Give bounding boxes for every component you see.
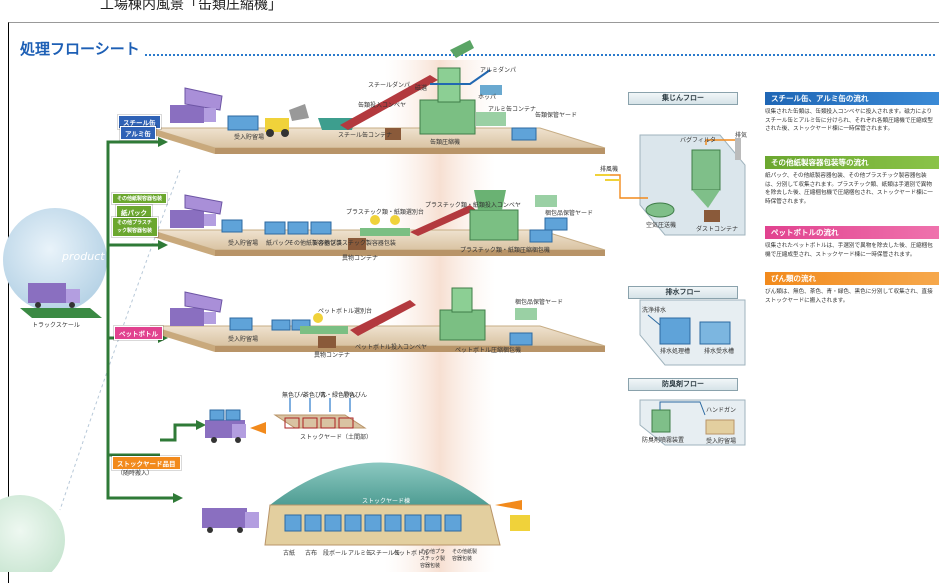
f1-conveyor-label: 缶類投入コンベヤ (358, 100, 406, 109)
dust-flow-title: 集じんフロー (628, 92, 738, 105)
floor-1-equipment (170, 40, 536, 140)
drain-tank-label: 排水受水槽 (704, 346, 734, 355)
f2-bale-yard-label: 梱包品保管ヤード (545, 208, 593, 217)
stock-item-2: 段ボール (323, 548, 347, 557)
f1-hopper-label: ホッパ (478, 92, 496, 101)
f3-press-label: ペットボトル圧縮梱包機 (455, 345, 521, 354)
f2-conveyor-label: プラスチック類・紙類投入コンベヤ (425, 200, 521, 209)
dust-stack-label: 排気 (735, 130, 747, 139)
drain-flow-title: 排水フロー (628, 286, 738, 299)
product-circle-label: product (62, 250, 105, 263)
green-circle (0, 495, 65, 572)
dust-bag-label: バグフィルタ (680, 135, 716, 144)
stock-item-7: その他紙製容器包装 (452, 548, 480, 562)
dust-container-label: ダストコンテナ (696, 224, 738, 233)
f4-bin-3: 黒色びん (343, 390, 367, 399)
f1-alu-container-label: アルミ缶コンテナ (488, 104, 536, 113)
f3-sorting-label: ペットボトル選別台 (318, 306, 372, 315)
stock-item-1: 古布 (305, 548, 317, 557)
f2-sorting-label: プラスチック類・紙類選別台 (346, 207, 424, 216)
f2-press-label: プラスチック類・紙類圧縮梱包機 (460, 245, 550, 254)
f2-reject-label: 異物コンテナ (342, 253, 378, 262)
tag-other-plastic: その他プラスチック製容器包装 (112, 217, 158, 237)
dust-cyclone-label: 空気圧送機 (646, 220, 676, 229)
f1-alu-damper-label: アルミダンパ (480, 65, 516, 74)
drain-inflow-label: 洗浄排水 (642, 305, 666, 314)
f3-bale-yard-label: 梱包品保管ヤード (515, 297, 563, 306)
drain-pit-label: 排水処理槽 (660, 346, 690, 355)
f1-receiving-label: 受入貯留場 (234, 132, 264, 141)
rp-heading-pet: ペットボトルの流れ (765, 226, 939, 239)
tag-pet-bottle: ペットボトル (114, 326, 163, 340)
f1-bale-yard-label: 缶類保管ヤード (535, 110, 577, 119)
f3-conveyor-label: ペットボトル投入コンベヤ (355, 342, 427, 351)
tag-other-paper: その他紙製容器包装 (112, 193, 167, 204)
stock-yard-note: （随時搬入） (117, 468, 153, 477)
tag-aluminum-can: アルミ缶 (120, 126, 156, 140)
rp-heading-cans: スチール缶、アルミ缶の流れ (765, 92, 939, 105)
rp-text-bottles: びん類は、無色、茶色、青・緑色、黒色に分別して収集され、直接ストックヤードに搬入… (765, 288, 937, 305)
f3-reject-label: 異物コンテナ (314, 350, 350, 359)
stock-item-6: その他プラスチック製容器包装 (420, 548, 448, 569)
stockyard-building-label: ストックヤード棟 (362, 496, 410, 505)
f2-item-2: その他プラスチック製容器包装 (312, 238, 396, 247)
truck-scale-label: トラックスケール (32, 320, 80, 329)
deodor-gun-label: ハンドガン (706, 405, 736, 414)
f1-steel-damper-label: スチールダンパ (368, 80, 410, 89)
rp-heading-bottles: びん類の流れ (765, 272, 939, 285)
deodor-device-label: 防臭剤噴霧装置 (642, 435, 684, 444)
stock-item-0: 古紙 (283, 548, 295, 557)
dust-fan-label: 排風機 (600, 164, 618, 173)
deodor-flow-title: 防臭剤フロー (628, 378, 738, 391)
f1-magnet-label: 磁選 (415, 83, 427, 92)
f2-item-0: 紙パック (266, 238, 290, 247)
f1-press-label: 缶類圧縮機 (430, 137, 460, 146)
rp-text-pet: 収集されたペットボトルは、手選別で異物を除去した後、圧縮梱包機で圧縮成型され、ス… (765, 242, 937, 259)
rp-text-cans: 収集された缶類は、缶類投入コンベヤに投入されます。磁力によりスチール缶とアルミ缶… (765, 108, 937, 134)
f2-receiving-label: 受入貯留場 (228, 238, 258, 247)
deodor-area-label: 受入貯留場 (706, 436, 736, 445)
f3-receiving-label: 受入貯留場 (228, 334, 258, 343)
f1-steel-container-label: スチール缶コンテナ (338, 130, 392, 139)
rp-text-paper: 紙パック、その他紙製容器包装、その他プラスチック製容器包装は、分別して収集されま… (765, 172, 937, 206)
rp-heading-paper: その他紙製容器包装等の流れ (765, 156, 939, 169)
f4-yard-label: ストックヤード（土間部） (300, 432, 372, 441)
stock-item-3: アルミ缶 (348, 548, 372, 557)
